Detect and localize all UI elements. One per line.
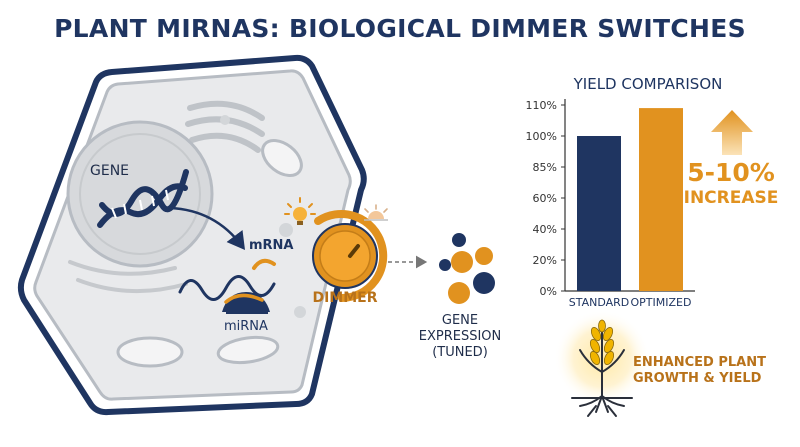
nucleus-inner [79, 133, 201, 255]
mirna-complex-icon [222, 292, 270, 314]
bar-optimized [639, 108, 683, 291]
vacuole [261, 139, 303, 177]
y-tick-label: 110% [526, 99, 557, 112]
gene-label: GENE [90, 163, 130, 179]
page-title: PLANT MIRNAS: BIOLOGICAL DIMMER SWITCHES [54, 14, 746, 43]
y-tick-label: 60% [533, 192, 557, 205]
y-tick-label: 85% [533, 161, 557, 174]
increase-value: 5-10% [687, 158, 775, 187]
chart-title: YIELD COMPARISON [573, 75, 723, 93]
vesicle-2 [294, 306, 306, 318]
gene-expression-label: GENE EXPRESSION (TUNED) [418, 313, 502, 360]
endoplasmic-reticulum [68, 260, 188, 294]
y-tick-label: 100% [526, 130, 557, 143]
y-tick-label: 20% [533, 254, 557, 267]
mrna-tail [252, 258, 276, 270]
dimmer-knob [312, 210, 388, 302]
up-arrow-icon [711, 110, 753, 155]
dna-helix-icon [97, 169, 189, 228]
wheat-plant-icon [554, 310, 650, 417]
y-tick-label: 40% [533, 223, 557, 236]
dimmer-pointer [348, 244, 360, 258]
increase-label: INCREASE [683, 188, 779, 208]
transcription-arrow [169, 206, 246, 250]
dimmer-label: DIMMER [312, 290, 378, 306]
vesicle-1 [279, 223, 293, 237]
bar-standard [577, 136, 621, 291]
dim-sun-icon [364, 204, 388, 221]
mirna-label: miRNA [224, 319, 268, 334]
growth-label: ENHANCED PLANT GROWTH & YIELD [633, 355, 766, 386]
mrna-label: mRNA [249, 238, 294, 253]
category-label-standard: STANDARD [569, 296, 630, 309]
category-label-optimized: OPTIMIZED [631, 296, 692, 309]
chloroplast-1 [116, 336, 184, 368]
dimmer-arc [314, 210, 388, 302]
y-tick-label: 0% [540, 285, 557, 298]
plant-cell [17, 54, 367, 416]
mrna-strand [178, 275, 276, 301]
vesicle-3 [220, 115, 230, 125]
molecule-cluster-icon [439, 233, 495, 304]
chloroplast-2 [216, 335, 280, 365]
bright-bulb-icon [284, 197, 316, 225]
